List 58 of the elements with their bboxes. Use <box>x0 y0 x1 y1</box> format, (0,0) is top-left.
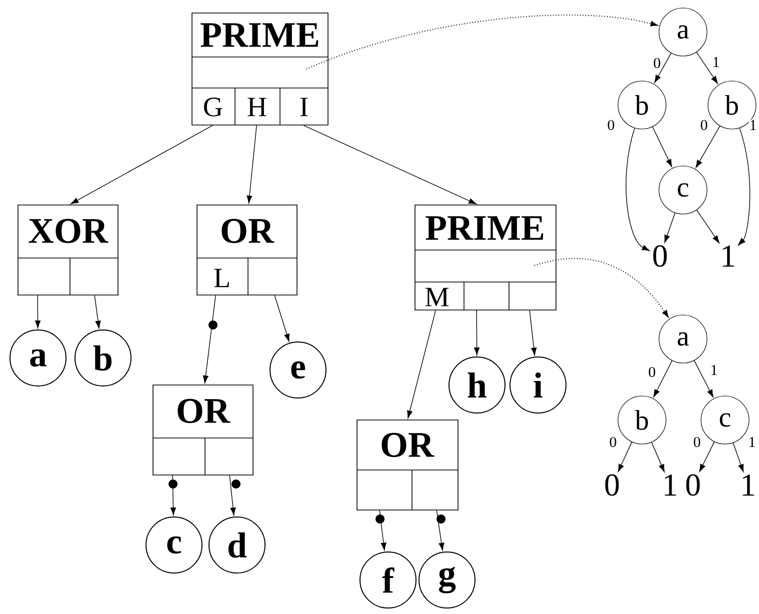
bdd-node: b <box>618 396 666 444</box>
terminal-value: 1 <box>664 474 676 496</box>
arrow <box>70 125 213 204</box>
arrow <box>738 128 750 246</box>
bdd-node: a <box>658 314 708 364</box>
arrow <box>626 128 650 252</box>
gate-box: OR <box>152 384 254 476</box>
edge-label: 1 <box>712 56 720 68</box>
arrow <box>699 441 715 472</box>
edge-label: 1 <box>710 364 718 376</box>
arrow <box>170 475 176 516</box>
arrow <box>202 295 216 384</box>
arrow <box>694 360 714 398</box>
arrow <box>306 14 658 70</box>
arrow <box>652 126 672 168</box>
arrow <box>303 125 476 204</box>
arrow <box>529 310 537 356</box>
arrow <box>696 210 720 244</box>
bdd-node: c <box>658 166 708 214</box>
terminal-value: 1 <box>722 245 734 267</box>
bdd-node: a <box>658 8 708 56</box>
arrow <box>696 126 720 168</box>
terminal-value: 0 <box>686 474 700 496</box>
arrow <box>407 310 436 418</box>
arrow <box>246 125 257 204</box>
terminal-value: 0 <box>653 245 667 267</box>
arrow <box>654 52 672 83</box>
arrow <box>618 442 632 472</box>
arrow <box>696 52 718 84</box>
terminal-value: 0 <box>605 474 619 496</box>
bdd-node: b <box>618 80 666 130</box>
terminal-value: 1 <box>742 474 754 496</box>
arrow <box>653 360 672 398</box>
edge-label: 0 <box>652 57 662 69</box>
gate-box: PRIME G H I <box>192 12 328 126</box>
arrow <box>94 295 101 329</box>
arrow <box>651 442 665 472</box>
arrow <box>274 295 290 342</box>
arrow <box>379 510 386 550</box>
edge-label: 0 <box>648 366 656 378</box>
edge-label: 1 <box>748 120 758 130</box>
edge-label: 0 <box>700 119 708 131</box>
gate-box: OR L <box>196 204 298 296</box>
bdd-node: c <box>700 396 750 444</box>
edge-label: 1 <box>748 436 756 448</box>
gate-box: XOR <box>18 204 118 296</box>
arrow <box>229 475 236 516</box>
arrow <box>474 310 480 356</box>
arrow <box>664 212 676 243</box>
edge-label: 0 <box>608 436 618 448</box>
gate-box: OR <box>356 420 458 510</box>
edge-label: 0 <box>606 119 616 131</box>
arrow <box>35 295 41 328</box>
arrow <box>732 442 744 472</box>
gate-box: PRIME M <box>414 204 556 310</box>
arrow <box>534 258 668 318</box>
arrow <box>436 510 444 551</box>
edge-label: 0 <box>692 436 702 448</box>
